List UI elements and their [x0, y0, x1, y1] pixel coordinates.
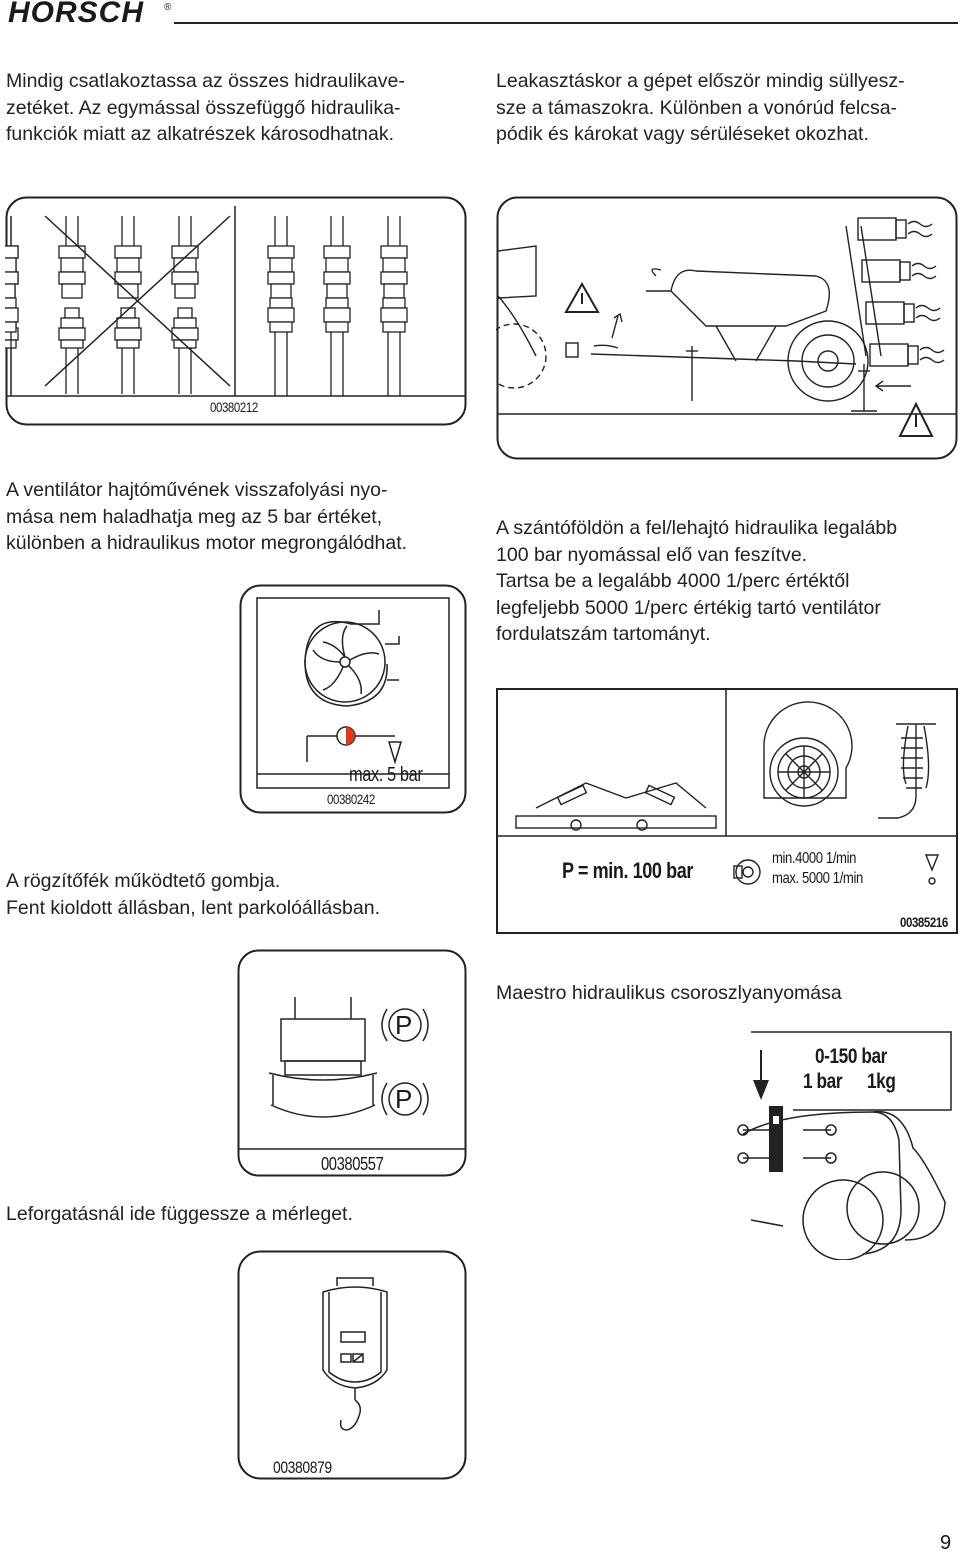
para-uncoupling: Leakasztáskor a gépet először mindig sül…	[496, 70, 905, 145]
brake-p-released: P	[395, 1010, 413, 1040]
para-maestro-coulter: Maestro hidraulikus csoroszlyanyomása	[496, 982, 842, 1004]
coulter-pressure-sticker: 0-150 bar 1 bar 1kg	[733, 1030, 958, 1260]
coulter-kg-label: 1kg	[867, 1070, 896, 1093]
header-rule	[174, 22, 958, 24]
brake-p-parked: P	[395, 1084, 413, 1114]
fan-pressure-sticker: max. 5 bar 00380242	[239, 584, 467, 814]
coulter-bar-label: 1 bar	[803, 1070, 843, 1093]
horsch-logo: HORSCH	[8, 0, 145, 29]
fanspeed-min-label: min.4000 1/min	[772, 850, 856, 867]
para-fan-return-pressure: A ventilátor hajtóművének visszafolyási …	[6, 479, 408, 554]
scale-sticker: 00380879	[237, 1250, 467, 1480]
para-connect-hydraulics: Mindig csatlakoztassa az összes hidrauli…	[6, 70, 405, 145]
coulter-range-label: 0-150 bar	[815, 1045, 887, 1068]
fanspeed-code: 00385216	[900, 914, 948, 930]
brake-code: 00380557	[321, 1154, 384, 1174]
fanspeed-pressure-label: P = min. 100 bar	[562, 858, 693, 883]
para-scale-hook: Leforgatásnál ide függessze a mérleget.	[6, 1203, 353, 1225]
para-parking-brake: A rögzítőfék működtető gombja. Fent kiol…	[6, 870, 380, 919]
fan-speed-sticker: P = min. 100 bar min.4000 1/min max. 500…	[496, 688, 958, 934]
page-number: 9	[940, 1532, 952, 1554]
fan-code: 00380242	[327, 791, 375, 807]
hydraulic-couplings-sticker: 00380212	[5, 196, 467, 426]
fan-max-label: max. 5 bar	[349, 764, 423, 786]
scale-code: 00380879	[273, 1458, 332, 1477]
parking-brake-sticker: P P 00380557	[237, 949, 467, 1177]
para-fold-hydraulics: A szántóföldön a fel/lehajtó hidraulika …	[496, 517, 898, 645]
machine-support-sticker	[496, 196, 958, 460]
header: HORSCH ®	[6, 0, 958, 30]
fanspeed-max-label: max. 5000 1/min	[772, 870, 863, 887]
hydraulics-code: 00380212	[210, 399, 258, 415]
registered-mark: ®	[164, 2, 172, 13]
